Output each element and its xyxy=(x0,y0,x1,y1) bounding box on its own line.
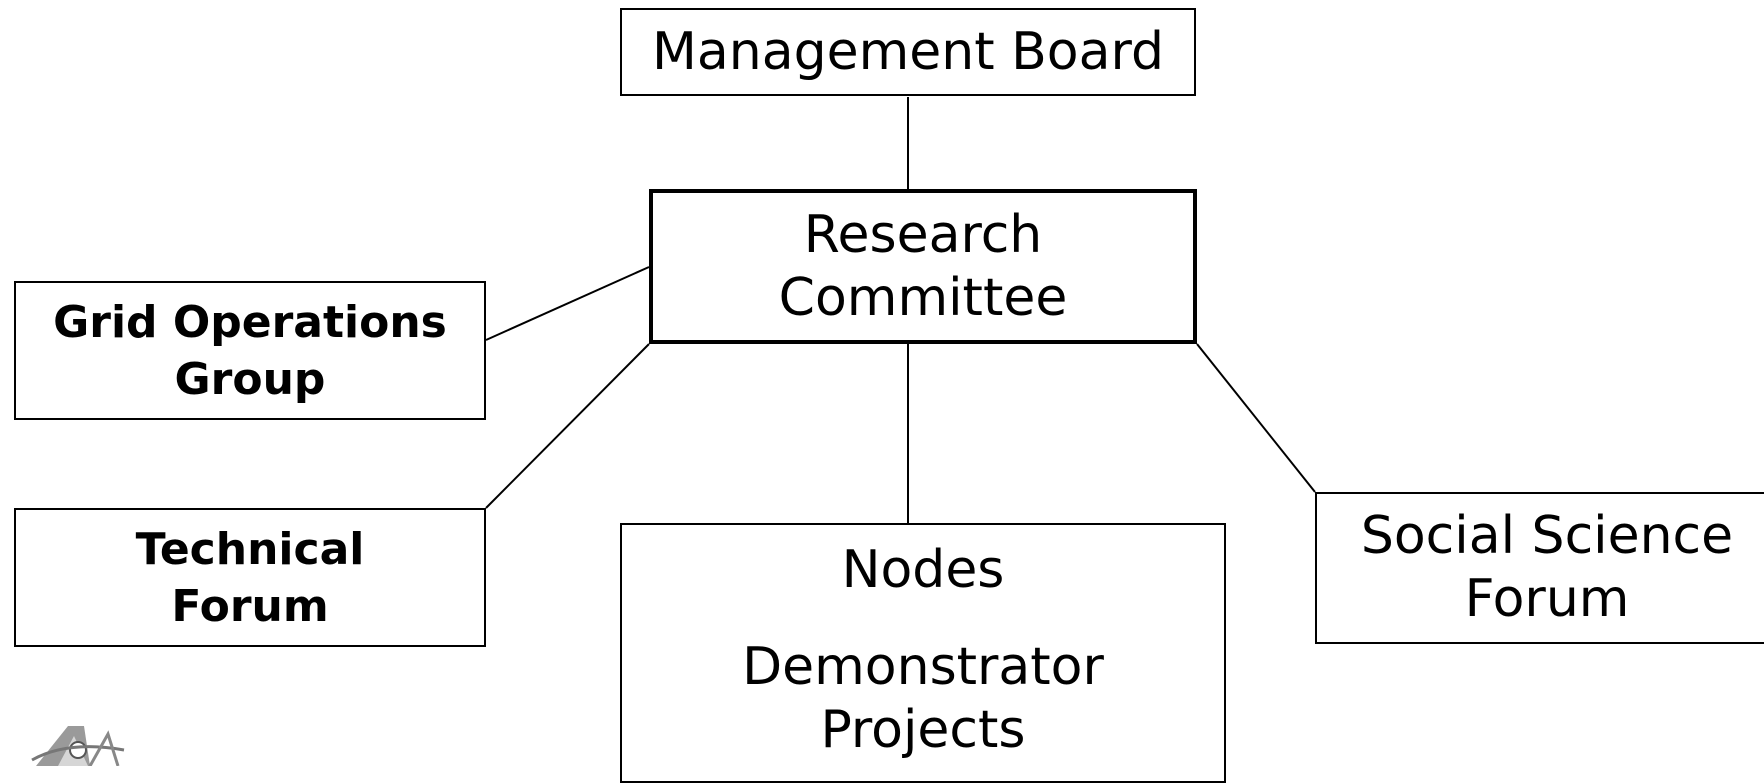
technical-forum-label: Technical Forum xyxy=(135,523,365,632)
demonstrator-projects-label: Demonstrator Projects xyxy=(742,637,1104,760)
technical-forum-box: Technical Forum xyxy=(14,508,486,647)
organization-logo-icon xyxy=(31,726,125,766)
grid-operations-group-label: Grid Operations Group xyxy=(53,296,447,405)
management-board-label: Management Board xyxy=(652,21,1164,82)
org-chart: Management Board Research Committee Grid… xyxy=(14,8,1764,783)
nodes-label: Nodes xyxy=(841,540,1005,600)
research-committee-box: Research Committee xyxy=(649,189,1197,344)
social-science-forum-label: Social Science Forum xyxy=(1360,506,1734,629)
edge-research-gridops xyxy=(485,266,650,341)
connector-lines xyxy=(485,97,1316,523)
management-board-box: Management Board xyxy=(620,8,1196,96)
social-science-forum-box: Social Science Forum xyxy=(1315,492,1764,644)
edge-research-socsci xyxy=(1196,343,1316,493)
grid-operations-group-box: Grid Operations Group xyxy=(14,281,486,420)
nodes-box: Nodes Demonstrator Projects xyxy=(620,523,1226,783)
research-committee-label: Research Committee xyxy=(778,204,1068,328)
edge-research-technical xyxy=(485,343,650,509)
